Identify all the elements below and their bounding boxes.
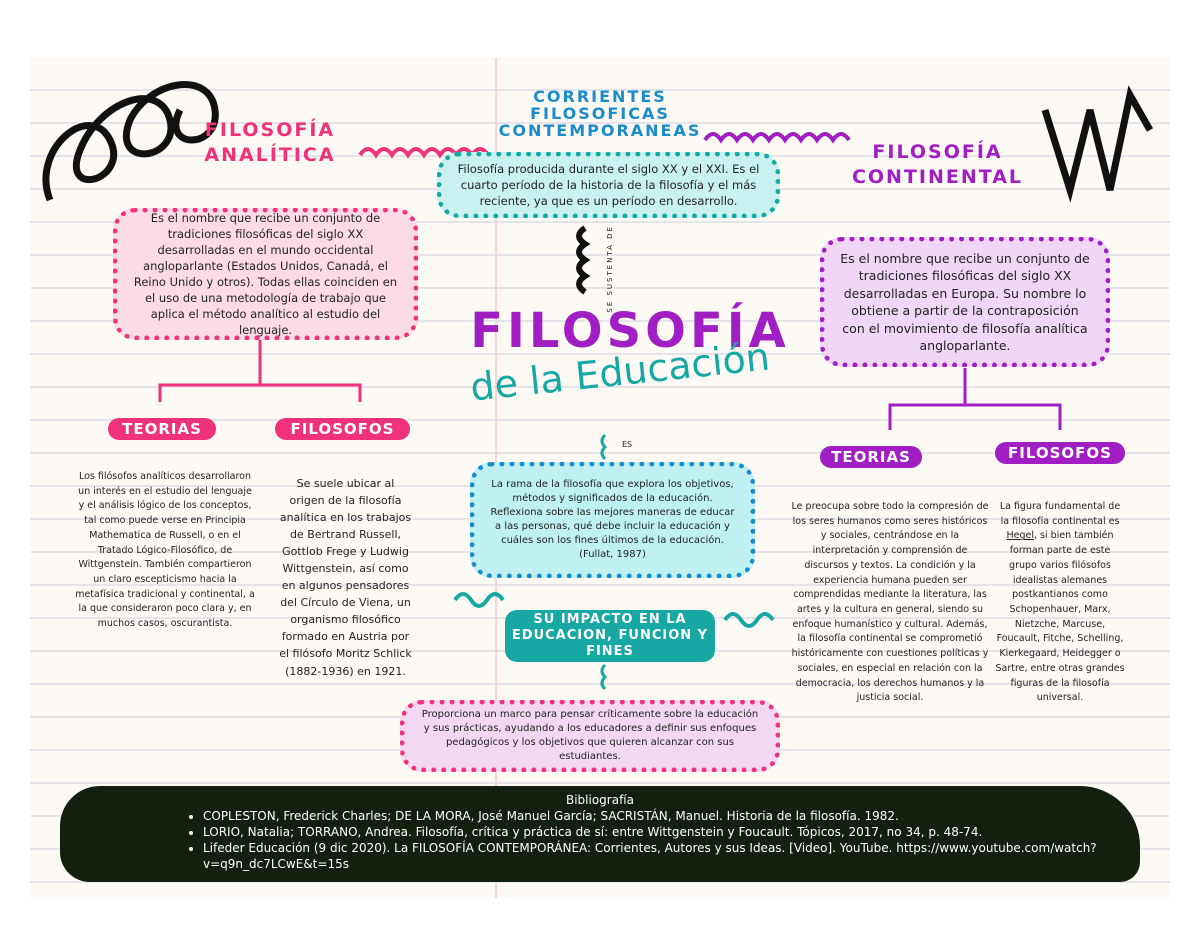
title-line: ANALÍTICA: [204, 143, 336, 166]
impact-box: Proporciona un marco para pensar crítica…: [400, 700, 780, 772]
bibliography-title: Bibliografía: [565, 793, 634, 807]
intro-box: Filosofía producida durante el siglo XX …: [437, 152, 780, 218]
continental-definition: Es el nombre que recibe un conjunto de t…: [840, 250, 1090, 354]
center-definition-box: La rama de la filosofía que explora los …: [470, 462, 755, 578]
title-line: FILOSOFÍA: [204, 119, 336, 141]
text-part: La figura fundamental de la filosofía co…: [999, 501, 1121, 527]
connector-label-es: ES: [622, 440, 633, 449]
analitica-title: FILOSOFÍA ANALÍTICA: [180, 118, 360, 167]
continental-filosofos-text: La figura fundamental de la filosofía co…: [995, 500, 1125, 706]
impact-pill: SU IMPACTO EN LA EDUCACION, FUNCION Y FI…: [505, 610, 715, 662]
main-title: CORRIENTES FILOSOFICAS CONTEMPORANEAS: [460, 88, 740, 139]
title-line: FILOSOFÍA: [872, 141, 1003, 163]
text-part: , si bien también forman parte de este g…: [995, 530, 1125, 704]
continental-teorias-pill: TEORIAS: [820, 446, 922, 468]
hegel-link[interactable]: Hegel: [1006, 530, 1034, 542]
bibliography-item: COPLESTON, Frederick Charles; DE LA MORA…: [203, 808, 1140, 824]
impact-text: Proporciona un marco para pensar crítica…: [421, 709, 759, 762]
continental-definition-box: Es el nombre que recibe un conjunto de t…: [820, 237, 1110, 367]
analitica-definition-box: Es el nombre que recibe un conjunto de t…: [113, 208, 418, 340]
bibliography-item: Lifeder Educación (9 dic 2020). La FILOS…: [203, 840, 1140, 872]
continental-filosofos-pill: FILOSOFOS: [995, 442, 1125, 464]
center-title: FILOSOFÍA: [470, 303, 790, 359]
continental-teorias-text: Le preocupa sobre todo la compresión de …: [791, 501, 989, 704]
intro-text: Filosofía producida durante el siglo XX …: [457, 161, 760, 209]
analitica-teorias-text: Los filósofos analíticos desarrollaron u…: [75, 471, 255, 630]
analitica-teorias-pill: TEORIAS: [108, 418, 216, 440]
analitica-filosofos-pill: FILOSOFOS: [275, 418, 410, 440]
continental-title: FILOSOFÍA CONTINENTAL: [825, 140, 1050, 189]
analitica-filosofos-text: Se suele ubicar al origen de la filosofí…: [279, 477, 412, 678]
center-definition: La rama de la filosofía que explora los …: [490, 479, 735, 560]
bibliography-item: LORIO, Natalia; TORRANO, Andrea. Filosof…: [203, 824, 1140, 840]
title-line: CONTINENTAL: [851, 165, 1024, 188]
analitica-definition: Es el nombre que recibe un conjunto de t…: [133, 210, 398, 338]
bibliography-list: COPLESTON, Frederick Charles; DE LA MORA…: [185, 808, 1140, 872]
title-line: CORRIENTES: [533, 87, 667, 106]
title-line: FILOSOFICAS: [530, 104, 670, 123]
title-line: CONTEMPORANEAS: [498, 121, 702, 140]
bibliography-banner: Bibliografía COPLESTON, Frederick Charle…: [60, 786, 1140, 882]
